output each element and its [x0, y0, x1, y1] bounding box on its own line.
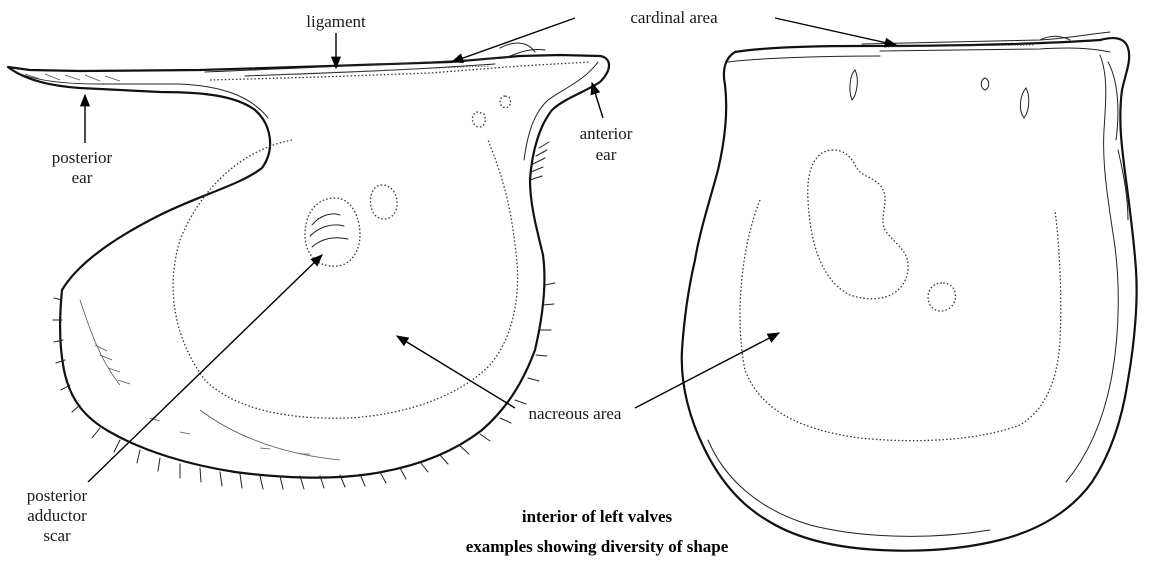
adductor-scar-leader — [88, 255, 322, 482]
right-small-scar — [928, 283, 955, 311]
left-valve-spines — [53, 142, 555, 489]
captions: interior of left valves examples showing… — [466, 507, 729, 556]
right-inner-rim-2 — [1108, 62, 1128, 220]
right-adductor-scar — [808, 150, 908, 299]
cardinal-area-leader-right — [775, 18, 896, 45]
right-lower-rim — [708, 440, 990, 536]
left-nacreous-boundary — [173, 140, 517, 418]
anterior-ear-leader — [592, 83, 603, 118]
right-hinge-pits — [850, 70, 1029, 118]
left-valve-drawing — [8, 43, 609, 489]
posterior-ear-label-line2: ear — [72, 168, 93, 187]
caption-line2: examples showing diversity of shape — [466, 537, 729, 556]
posterior-ear-hatching — [25, 74, 120, 81]
caption-line1: interior of left valves — [522, 507, 673, 526]
left-small-scar-2 — [500, 96, 510, 108]
left-cardinal-area — [205, 43, 545, 76]
labels: ligament cardinal area posterior ear ant… — [27, 8, 718, 545]
right-valve-outline — [682, 38, 1137, 551]
anterior-ear-label-line1: anterior — [580, 124, 633, 143]
cardinal-area-label: cardinal area — [630, 8, 718, 27]
adductor-scar-label-line2: adductor — [27, 506, 87, 525]
right-nacreous-boundary — [740, 200, 1061, 441]
nacreous-area-leader-left — [397, 336, 515, 408]
adductor-scar-label-line1: posterior — [27, 486, 88, 505]
right-valve-drawing — [682, 32, 1137, 551]
nacreous-area-label: nacreous area — [529, 404, 622, 423]
anterior-ear-label-line2: ear — [596, 145, 617, 164]
left-valve-outline — [8, 55, 609, 478]
ligament-label: ligament — [306, 12, 366, 31]
nacreous-area-leader-right — [635, 333, 779, 408]
left-small-scar — [472, 112, 485, 127]
leader-lines — [85, 18, 896, 482]
adductor-scar-label-line3: scar — [43, 526, 71, 545]
posterior-ear-band — [12, 70, 268, 118]
posterior-adductor-scar — [305, 185, 397, 266]
posterior-ear-label-line1: posterior — [52, 148, 113, 167]
